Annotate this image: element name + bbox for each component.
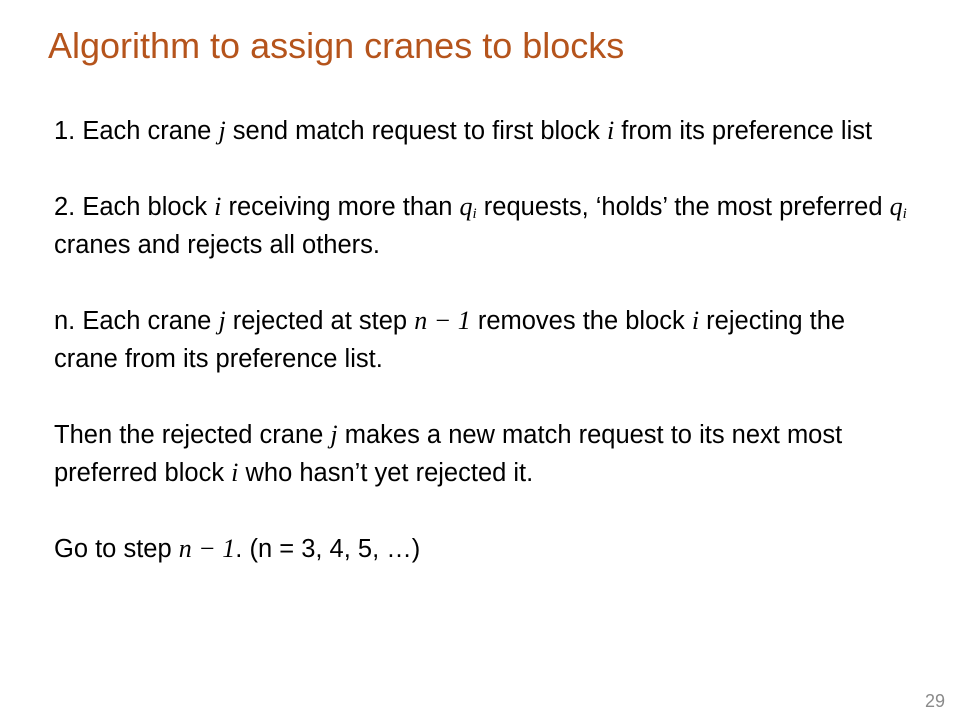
variable-i: i (606, 116, 615, 145)
slide-title: Algorithm to assign cranes to blocks (48, 25, 625, 66)
variable-q-i: qi (889, 192, 907, 222)
subscript-i: i (472, 206, 477, 222)
go-to-step-text: . (n = 3, 4, 5, …) (235, 535, 421, 563)
rejected-crane-paragraph: Then the rejected crane j makes a new ma… (54, 416, 914, 492)
step-1-text: send match request to first block (225, 117, 607, 145)
step-2-text: 2. Each block (54, 193, 215, 221)
expression-n-minus-1: n − 1 (414, 306, 471, 335)
step-2-text: receiving more than (221, 193, 460, 221)
step-n-text: rejecting the crane from its preference … (54, 307, 846, 373)
subscript-i: i (902, 206, 907, 222)
step-n-paragraph: n. Each crane j rejected at step n − 1 r… (54, 302, 914, 378)
variable-i: i (691, 306, 700, 335)
variable-j: j (218, 306, 226, 335)
step-1-text: 1. Each crane (54, 117, 219, 145)
step-2-text: cranes and rejects all others. (54, 231, 380, 259)
variable-q-i: qi (459, 192, 477, 222)
step-n-text: n. Each crane (54, 307, 219, 335)
variable-i: i (214, 192, 222, 221)
go-to-step-paragraph: Go to step n − 1. (n = 3, 4, 5, …) (54, 530, 914, 568)
step-2-paragraph: 2. Each block i receiving more than qi r… (54, 188, 914, 264)
step-n-text: removes the block (470, 307, 692, 335)
variable-i: i (231, 458, 239, 487)
variable-q: q (889, 192, 903, 221)
variable-q: q (459, 192, 473, 221)
variable-j: j (218, 116, 226, 145)
go-to-step-text: Go to step (54, 535, 179, 563)
rejected-crane-text: makes a new match request to its next mo… (54, 421, 843, 487)
rejected-crane-text: who hasn’t yet rejected it. (238, 459, 534, 487)
step-1-paragraph: 1. Each crane j send match request to fi… (54, 112, 914, 150)
page-number: 29 (924, 691, 945, 711)
variable-j: j (330, 420, 338, 449)
expression-n-minus-1: n − 1 (178, 534, 236, 563)
step-2-text: requests, ‘holds’ the most preferred (476, 193, 890, 221)
step-1-text: from its preference list (614, 117, 873, 145)
step-n-text: rejected at step (225, 307, 415, 335)
rejected-crane-text: Then the rejected crane (54, 421, 331, 449)
slide-body: 1. Each crane j send match request to fi… (54, 112, 914, 568)
